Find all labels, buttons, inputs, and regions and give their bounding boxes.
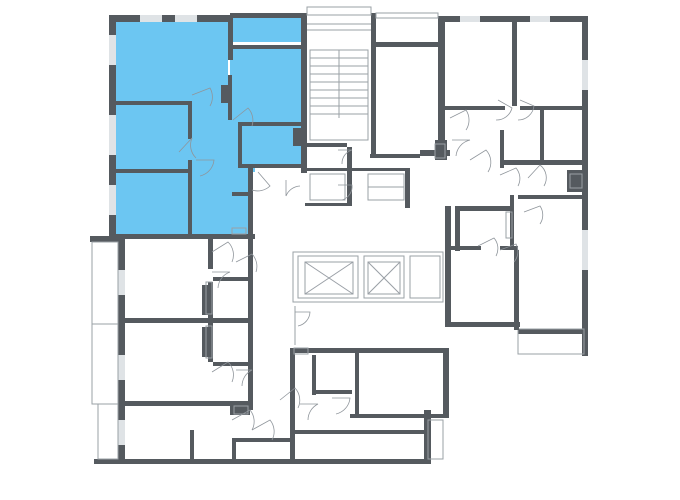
balconies xyxy=(91,6,585,460)
fixtures xyxy=(205,143,583,415)
highlighted-apartment[interactable] xyxy=(115,17,305,236)
doors xyxy=(178,87,547,441)
windows xyxy=(109,15,588,445)
highlighted-room-middle[interactable] xyxy=(115,104,191,172)
elevator-core xyxy=(292,173,444,345)
interior-walls xyxy=(115,16,584,460)
highlighted-room-bottom[interactable] xyxy=(115,172,191,236)
stair-core xyxy=(307,23,371,141)
highlighted-strip-top xyxy=(232,17,302,42)
highlighted-room-living[interactable] xyxy=(115,22,228,104)
highlighted-corridor[interactable] xyxy=(191,172,251,236)
